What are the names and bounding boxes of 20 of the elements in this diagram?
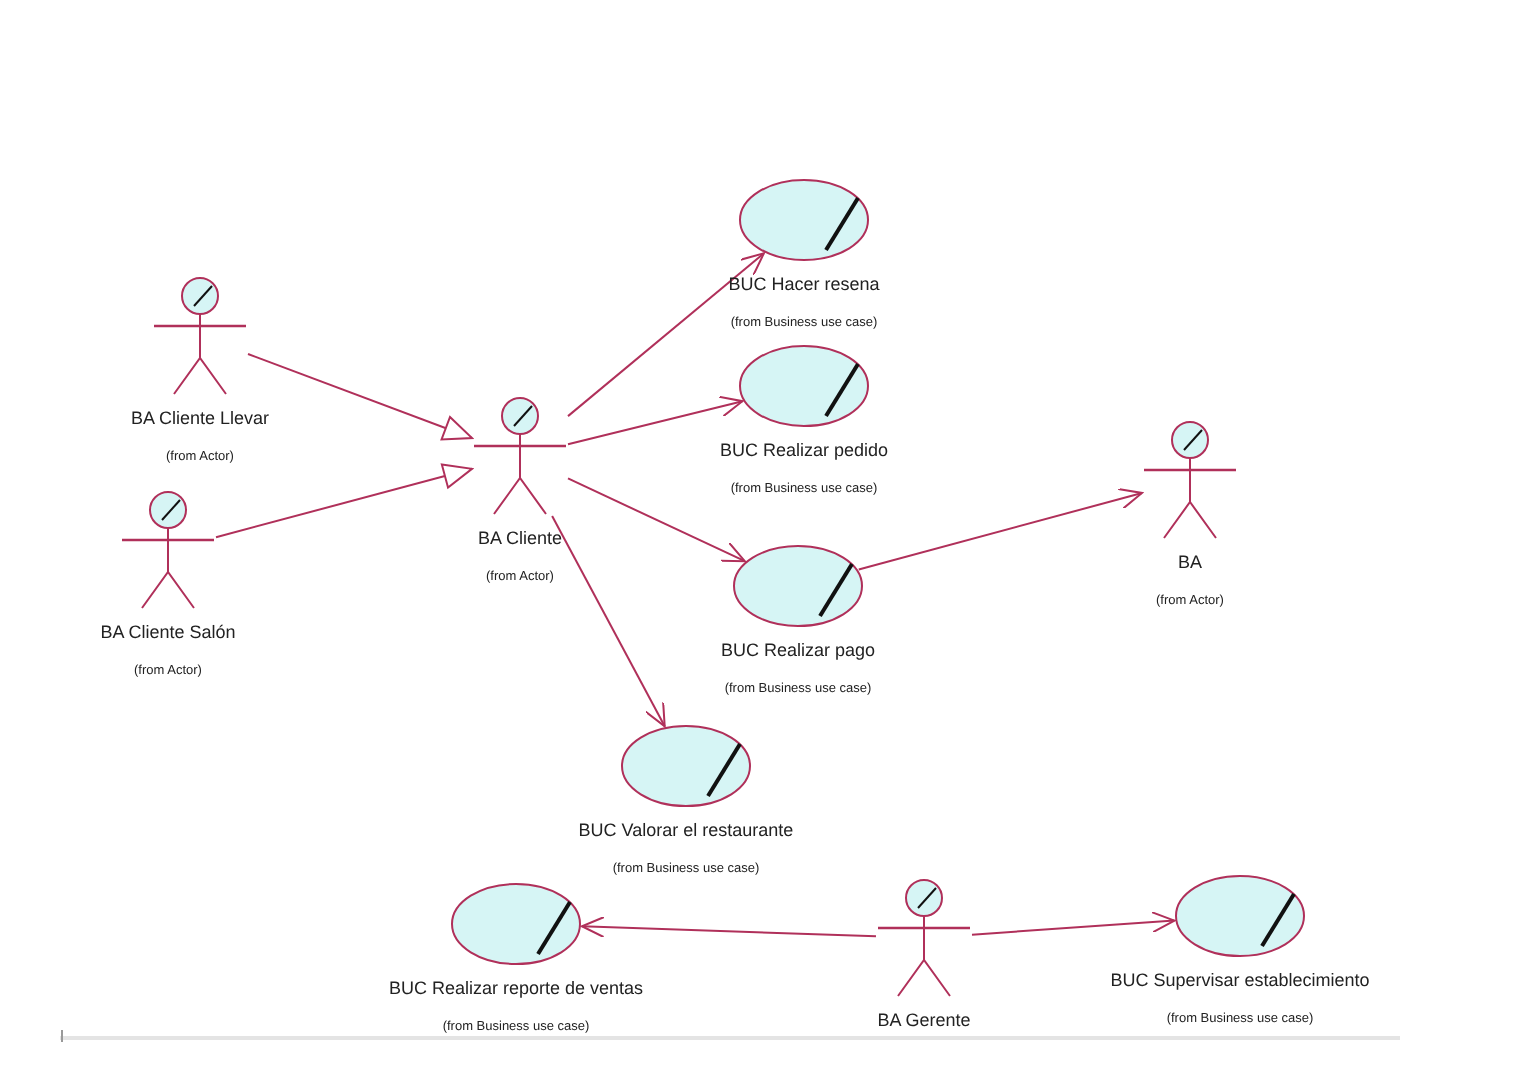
association-arrow — [567, 252, 765, 418]
actor-name: BA Cliente — [477, 528, 563, 548]
actor-name: BA Cliente Llevar — [130, 408, 270, 428]
actor-name: BA — [1177, 552, 1202, 572]
actor-name: BA Gerente — [877, 1010, 971, 1030]
use-case-name: BUC Hacer resena — [728, 274, 880, 294]
association-arrow — [567, 395, 744, 446]
association-arrow — [567, 477, 746, 563]
use-case-name: BUC Supervisar establecimiento — [1110, 970, 1370, 990]
association-arrow — [551, 515, 666, 728]
generalization-arrow — [215, 463, 473, 539]
generalization-arrow — [247, 353, 473, 441]
actor-name: BA Cliente Salón — [100, 622, 236, 642]
use-case-name: BUC Realizar pedido — [719, 440, 889, 460]
association-arrow — [971, 911, 1176, 936]
use-case-name: BUC Realizar reporte de ventas — [388, 978, 644, 998]
use-case-name: BUC Valorar el restaurante — [578, 820, 794, 840]
association-arrow — [857, 488, 1143, 571]
association-arrow — [580, 916, 877, 938]
use-case-name: BUC Realizar pago — [720, 640, 876, 660]
